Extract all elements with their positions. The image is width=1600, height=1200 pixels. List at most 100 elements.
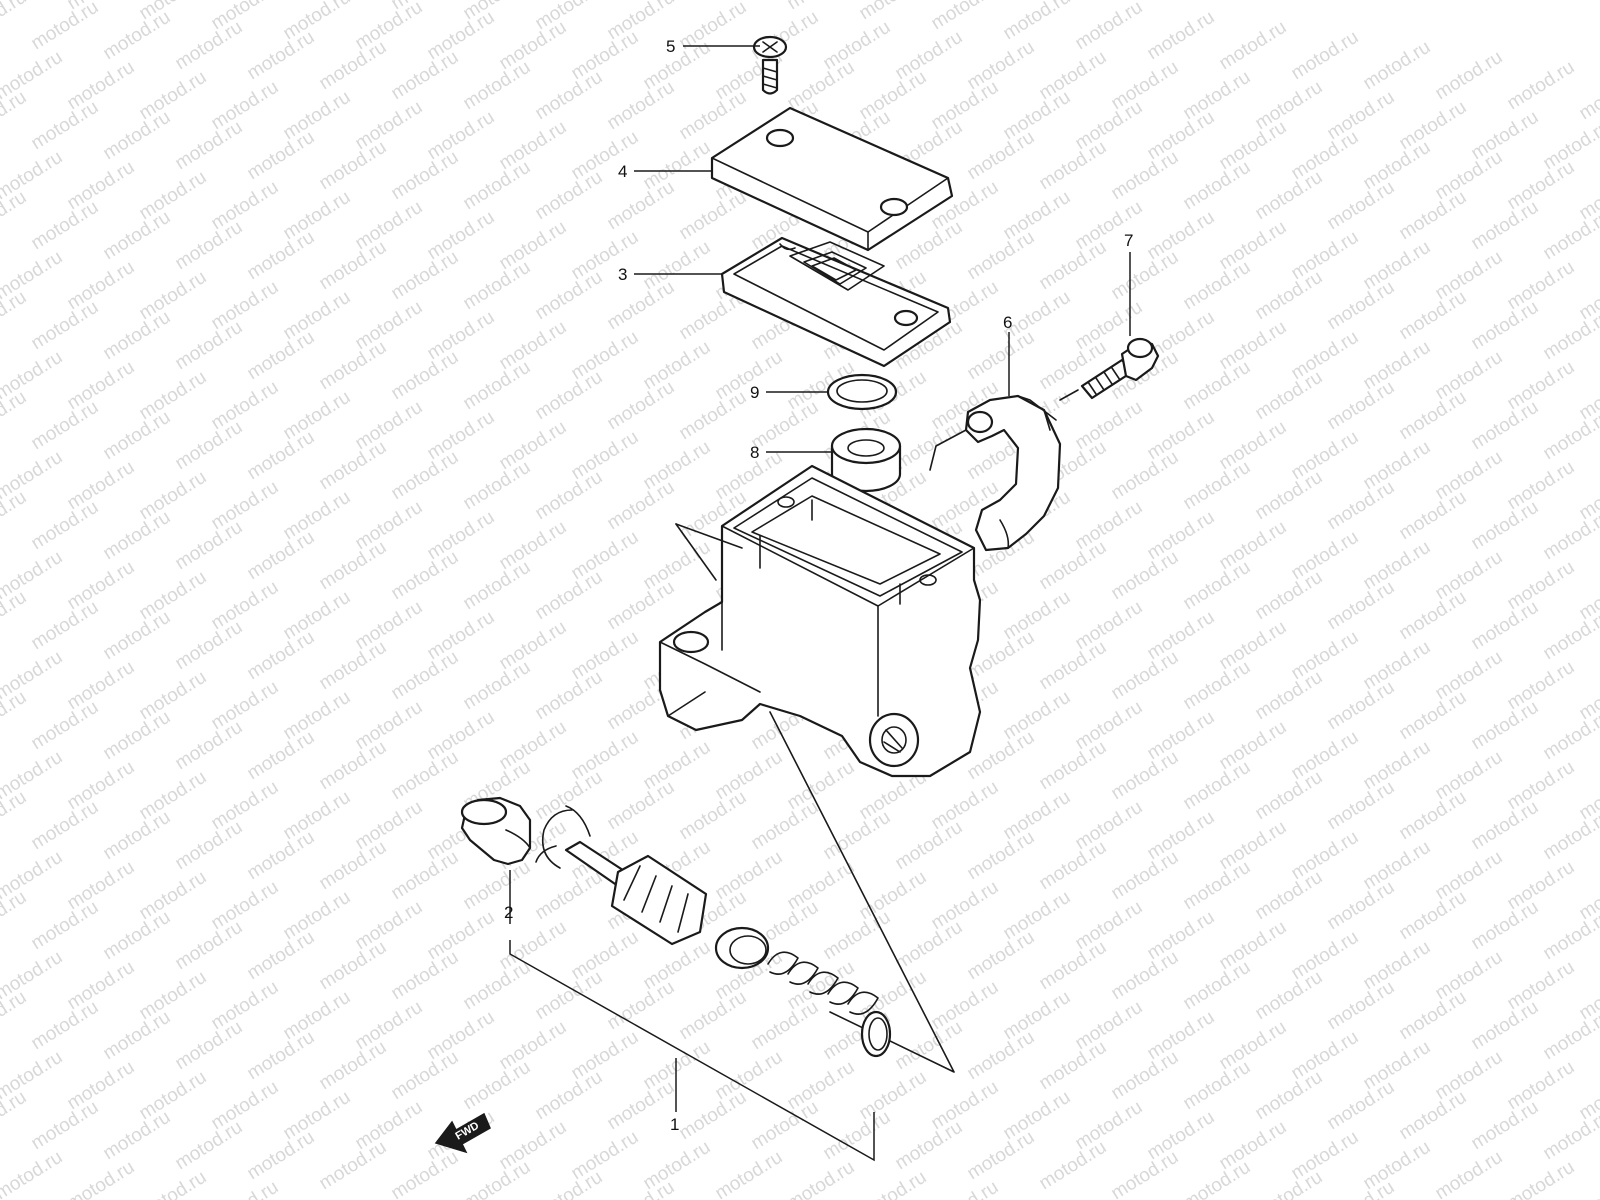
watermark-text: motod.ru xyxy=(28,897,103,955)
watermark-text: motod.ru xyxy=(1036,137,1111,195)
watermark-text: motod.ru xyxy=(892,1117,967,1175)
watermark-text: motod.ru xyxy=(532,967,607,1025)
watermark-text: motod.ru xyxy=(316,337,391,395)
watermark-text: motod.ru xyxy=(1000,887,1075,945)
watermark-text: motod.ru xyxy=(208,1177,283,1200)
watermark-text: motod.ru xyxy=(1036,1137,1111,1195)
watermark-text: motod.ru xyxy=(172,217,247,275)
watermark-text: motod.ru xyxy=(1180,1157,1255,1200)
watermark-text: motod.ru xyxy=(1072,697,1147,755)
watermark-text: motod.ru xyxy=(640,537,715,595)
watermark-text: motod.ru xyxy=(208,377,283,435)
watermark-text: motod.ru xyxy=(784,0,859,14)
watermark-text: motod.ru xyxy=(0,687,30,745)
watermark-text: motod.ru xyxy=(496,1117,571,1175)
watermark-text: motod.ru xyxy=(532,667,607,725)
watermark-text: motod.ru xyxy=(1504,457,1579,515)
watermark-text: motod.ru xyxy=(1108,447,1183,505)
watermark-text: motod.ru xyxy=(1108,847,1183,905)
watermark-text: motod.ru xyxy=(136,1067,211,1125)
watermark-text: motod.ru xyxy=(784,1157,859,1200)
watermark-text: motod.ru xyxy=(1288,127,1363,185)
watermark-text: motod.ru xyxy=(352,1097,427,1155)
watermark-text: motod.ru xyxy=(244,627,319,685)
watermark-text: motod.ru xyxy=(64,257,139,315)
watermark-text: motod.ru xyxy=(100,207,175,265)
watermark-text: motod.ru xyxy=(1288,827,1363,885)
watermark-text: motod.ru xyxy=(1288,927,1363,985)
watermark-text: motod.ru xyxy=(0,487,30,545)
watermark-text: motod.ru xyxy=(712,1147,787,1200)
watermark-text: motod.ru xyxy=(1540,207,1600,265)
watermark-text: motod.ru xyxy=(352,297,427,355)
watermark-text: motod.ru xyxy=(64,57,139,115)
watermark-text: motod.ru xyxy=(1252,267,1327,325)
callout-3: 3 xyxy=(618,265,627,284)
watermark-text: motod.ru xyxy=(1144,1107,1219,1165)
watermark-text: motod.ru xyxy=(136,567,211,625)
part-diaphragm-plate[interactable] xyxy=(720,236,952,368)
watermark-text: motod.ru xyxy=(280,587,355,645)
watermark-text: motod.ru xyxy=(424,7,499,65)
watermark-text: motod.ru xyxy=(388,547,463,605)
watermark-text: motod.ru xyxy=(856,1167,931,1200)
watermark-text: motod.ru xyxy=(100,1107,175,1165)
watermark-text: motod.ru xyxy=(280,87,355,145)
watermark-text: motod.ru xyxy=(352,597,427,655)
watermark-text: motod.ru xyxy=(964,927,1039,985)
part-screw[interactable] xyxy=(752,35,788,95)
watermark-text: motod.ru xyxy=(100,607,175,665)
watermark-text: motod.ru xyxy=(1396,987,1471,1045)
watermark-text: motod.ru xyxy=(1144,207,1219,265)
watermark-text: motod.ru xyxy=(1216,1017,1291,1075)
watermark-text: motod.ru xyxy=(784,1057,859,1115)
watermark-text: motod.ru xyxy=(856,867,931,925)
watermark-text: motod.ru xyxy=(1180,1057,1255,1115)
watermark-text: motod.ru xyxy=(532,1167,607,1200)
watermark-text: motod.ru xyxy=(424,507,499,565)
watermark-text: motod.ru xyxy=(0,787,30,845)
watermark-text: motod.ru xyxy=(1036,537,1111,595)
watermark-text: motod.ru xyxy=(208,477,283,535)
watermark-text: motod.ru xyxy=(1540,807,1600,865)
watermark-text: motod.ru xyxy=(1504,1157,1579,1200)
watermark-text: motod.ru xyxy=(1072,197,1147,255)
watermark-text: motod.ru xyxy=(172,917,247,975)
watermark-text: motod.ru xyxy=(352,197,427,255)
watermark-text: motod.ru xyxy=(316,237,391,295)
watermark-text: motod.ru xyxy=(244,327,319,385)
watermark-text: motod.ru xyxy=(640,737,715,795)
watermark-text: motod.ru xyxy=(64,557,139,615)
part-piston-assembly[interactable] xyxy=(460,796,892,1058)
watermark-text: motod.ru xyxy=(352,997,427,1055)
part-holder-clamp[interactable] xyxy=(929,394,1062,552)
part-bolt[interactable] xyxy=(1059,337,1160,401)
watermark-text: motod.ru xyxy=(1036,47,1111,105)
watermark-text: motod.ru xyxy=(0,987,30,1045)
watermark-text: motod.ru xyxy=(280,487,355,545)
watermark-text: motod.ru xyxy=(172,817,247,875)
watermark-text: motod.ru xyxy=(136,767,211,825)
watermark-text: motod.ru xyxy=(1252,1067,1327,1125)
watermark-text: motod.ru xyxy=(280,1087,355,1145)
watermark-text: motod.ru xyxy=(1468,997,1543,1055)
part-master-cylinder-body[interactable] xyxy=(658,464,982,778)
watermark-text: motod.ru xyxy=(1216,217,1291,275)
watermark-text: motod.ru xyxy=(1432,947,1507,1005)
watermark-text: motod.ru xyxy=(748,7,823,65)
watermark-text: motod.ru xyxy=(640,1037,715,1095)
part-o-ring[interactable] xyxy=(826,373,898,411)
watermark-text: motod.ru xyxy=(712,347,787,405)
watermark-text: motod.ru xyxy=(64,1057,139,1115)
part-reservoir-cap[interactable] xyxy=(710,106,954,252)
watermark-text: motod.ru xyxy=(532,167,607,225)
watermark-text: motod.ru xyxy=(1360,737,1435,795)
watermark-text: motod.ru xyxy=(244,127,319,185)
watermark-text: motod.ru xyxy=(1072,97,1147,155)
watermark-text: motod.ru xyxy=(136,667,211,725)
watermark-text: motod.ru xyxy=(856,1067,931,1125)
watermark-text: motod.ru xyxy=(280,687,355,745)
watermark-text: motod.ru xyxy=(316,737,391,795)
watermark-text: motod.ru xyxy=(928,1177,1003,1200)
watermark-text: motod.ru xyxy=(1252,77,1327,135)
